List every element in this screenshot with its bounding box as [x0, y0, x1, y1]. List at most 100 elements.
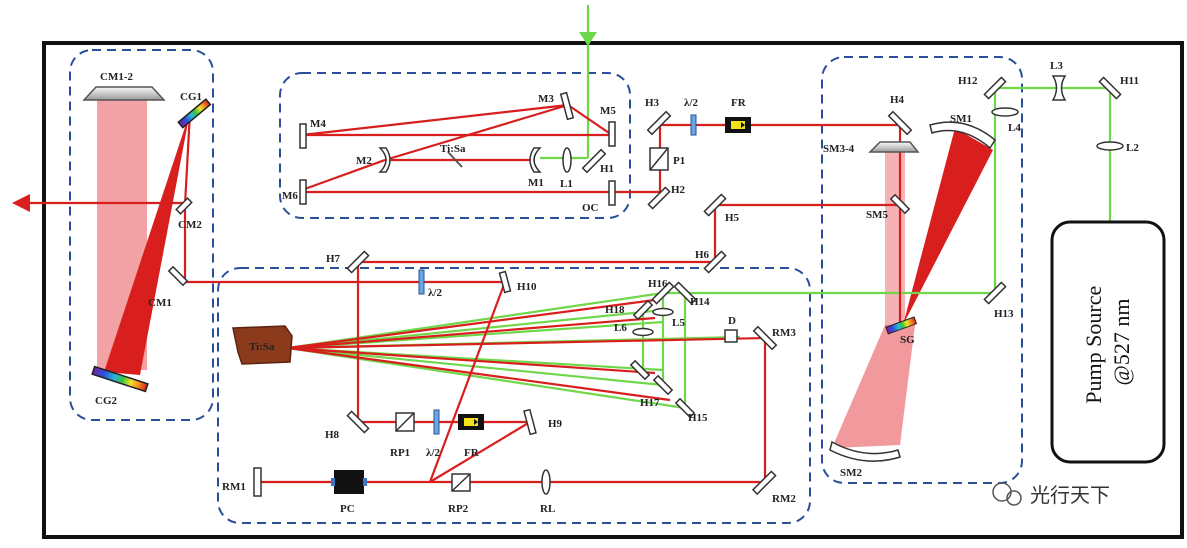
label-h7: H7	[326, 253, 341, 265]
watermark-text: 光行天下	[1030, 483, 1110, 507]
red-laser-beams	[30, 103, 902, 484]
label-h11: H11	[1120, 75, 1139, 87]
label-h10: H10	[517, 281, 537, 293]
lens-l6	[632, 327, 654, 337]
outer-frame	[42, 41, 1184, 539]
mirror-h7	[346, 250, 370, 274]
label-m3: M3	[538, 93, 554, 105]
mirror-rm1	[253, 467, 262, 497]
label-m2: M2	[356, 155, 372, 167]
lens-l3	[1051, 75, 1067, 101]
label-sm2: SM2	[840, 467, 863, 479]
mirror-h6	[703, 250, 727, 274]
box-amplifier	[217, 267, 811, 524]
label-l4: L4	[1008, 122, 1021, 134]
detector-d	[724, 329, 738, 343]
mirror-h2	[647, 186, 671, 210]
dashed-boxes	[69, 49, 1023, 524]
pump-down-arrow	[579, 32, 597, 46]
label-rp2: RP2	[448, 503, 469, 515]
mirror-cm2	[175, 197, 193, 215]
compressor-dispersed-beam	[104, 112, 190, 375]
component-labels: CM1-2 CG1 CM2 CM1 CG2 M4 M3 M5 M2 Ti:Sa …	[95, 60, 1139, 515]
mirror-h5	[703, 193, 727, 217]
mirror-h9	[523, 408, 537, 436]
label-pc: PC	[340, 503, 355, 515]
grating-cg2	[91, 365, 149, 393]
polarizer-rp2-diag	[451, 473, 471, 492]
label-h12: H12	[958, 75, 978, 87]
label-d: D	[728, 315, 736, 327]
label-h15: H15	[688, 412, 708, 424]
faraday-rotator-2-core	[464, 418, 478, 426]
grating-cg1	[177, 98, 212, 129]
pockels-cell-pc-right	[363, 478, 367, 486]
label-rm2: RM2	[772, 493, 796, 505]
waveplate-1	[690, 114, 697, 136]
label-oc: OC	[582, 202, 599, 214]
mirror-cm1	[167, 265, 189, 287]
output-arrow	[12, 194, 30, 212]
label-fr1: FR	[731, 97, 747, 109]
mirror-h16	[651, 281, 675, 305]
mirror-h10	[498, 270, 512, 294]
waveplate-3	[433, 409, 440, 435]
mirror-h11	[1098, 76, 1122, 100]
mirror-h13	[983, 281, 1007, 305]
label-l5: L5	[672, 317, 685, 329]
pump-source-label: Pump Source @527 nm	[1081, 280, 1134, 403]
mirror-m2	[378, 147, 391, 173]
lens-l1	[562, 147, 572, 173]
label-l6: L6	[614, 322, 627, 334]
label-m1: M1	[528, 177, 544, 189]
label-tisa2: Ti:Sa	[249, 341, 275, 353]
label-h18: H18	[605, 304, 625, 316]
grating-sg	[885, 316, 918, 335]
mirror-m1	[529, 147, 542, 173]
box-oscillator	[279, 72, 631, 219]
concave-mirror-sm1	[929, 121, 996, 150]
pump-source-line1: Pump Source	[1081, 286, 1106, 404]
label-l3: L3	[1050, 60, 1063, 72]
polarizer-rp1-diag	[395, 412, 415, 432]
label-h9: H9	[548, 418, 563, 430]
mirror-h12	[983, 76, 1007, 100]
mirror-m6	[299, 179, 307, 205]
label-sm1: SM1	[950, 113, 972, 125]
mirror-m4	[299, 123, 307, 149]
wechat-icon-bubble1	[992, 482, 1012, 502]
mirror-h15	[674, 397, 696, 419]
stretcher-beam-fan-lower	[832, 325, 915, 448]
label-rl: RL	[540, 503, 555, 515]
label-m5: M5	[600, 105, 616, 117]
coupler-oc	[608, 180, 616, 206]
faraday-arrow-2	[466, 419, 478, 425]
pockels-cell-pc-left	[331, 478, 335, 486]
label-h13: H13	[994, 308, 1014, 320]
label-h2: H2	[671, 184, 686, 196]
label-h4: H4	[890, 94, 905, 106]
lens-l5	[652, 307, 674, 317]
label-h6: H6	[695, 249, 710, 261]
label-half1: λ/2	[684, 97, 698, 109]
crystal-ti-sa-osc	[447, 151, 463, 168]
lens-rl	[541, 469, 551, 495]
label-h1: H1	[600, 163, 614, 175]
label-h8: H8	[325, 429, 340, 441]
stretcher-beam-fan-main	[903, 128, 993, 325]
label-l2: L2	[1126, 142, 1139, 154]
roof-mirror-sm34	[868, 141, 920, 153]
label-half2: λ/2	[428, 287, 442, 299]
wechat-icon-bubble2	[1006, 490, 1022, 506]
mirror-h18	[632, 299, 654, 321]
label-cm12: CM1-2	[100, 71, 133, 83]
mirror-h3	[646, 110, 672, 136]
label-h5: H5	[725, 212, 740, 224]
label-m4: M4	[310, 118, 326, 130]
label-rp1: RP1	[390, 447, 410, 459]
label-h17: H17	[640, 397, 660, 409]
label-sm34: SM3-4	[823, 143, 855, 155]
green-pump-beams	[287, 5, 1112, 410]
concave-mirror-sm2	[829, 440, 901, 462]
